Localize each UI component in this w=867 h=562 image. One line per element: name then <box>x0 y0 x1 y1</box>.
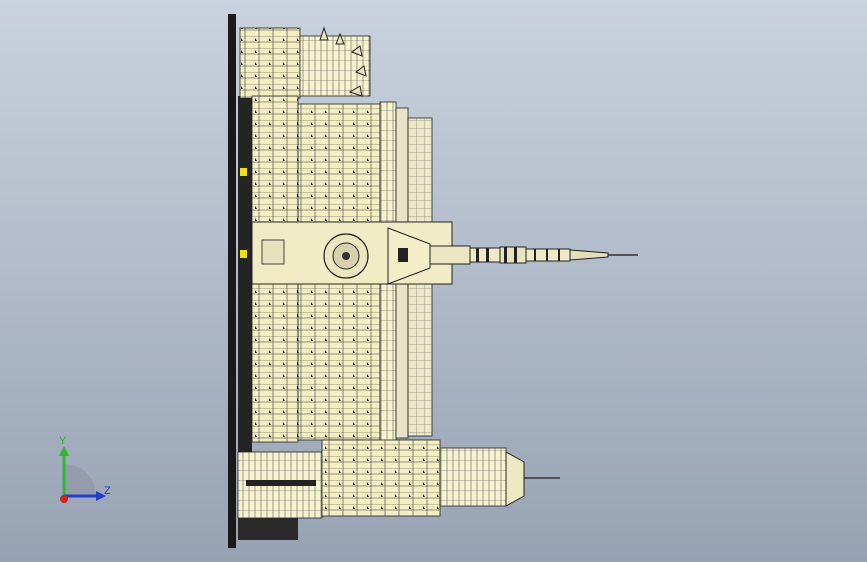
triad-quarter-arc <box>64 464 96 496</box>
orientation-triad[interactable]: Y Z <box>40 436 120 516</box>
z-axis-label: Z <box>104 485 111 497</box>
base-plate <box>228 14 236 548</box>
top-spire-cluster <box>299 35 371 97</box>
bottom-spire <box>505 451 525 507</box>
left-dark-column <box>238 96 252 456</box>
y-axis-label: Y <box>59 436 67 447</box>
x-axis-dot-icon <box>60 495 68 503</box>
y-axis-arrow-icon <box>59 446 69 456</box>
crossing-gable <box>387 227 431 285</box>
bottom-spire-base <box>439 447 507 507</box>
top-pinnacles <box>319 26 367 97</box>
bottom-tower <box>321 439 441 517</box>
z-axis-arrow-icon <box>96 491 106 501</box>
top-tower-block <box>239 27 301 99</box>
